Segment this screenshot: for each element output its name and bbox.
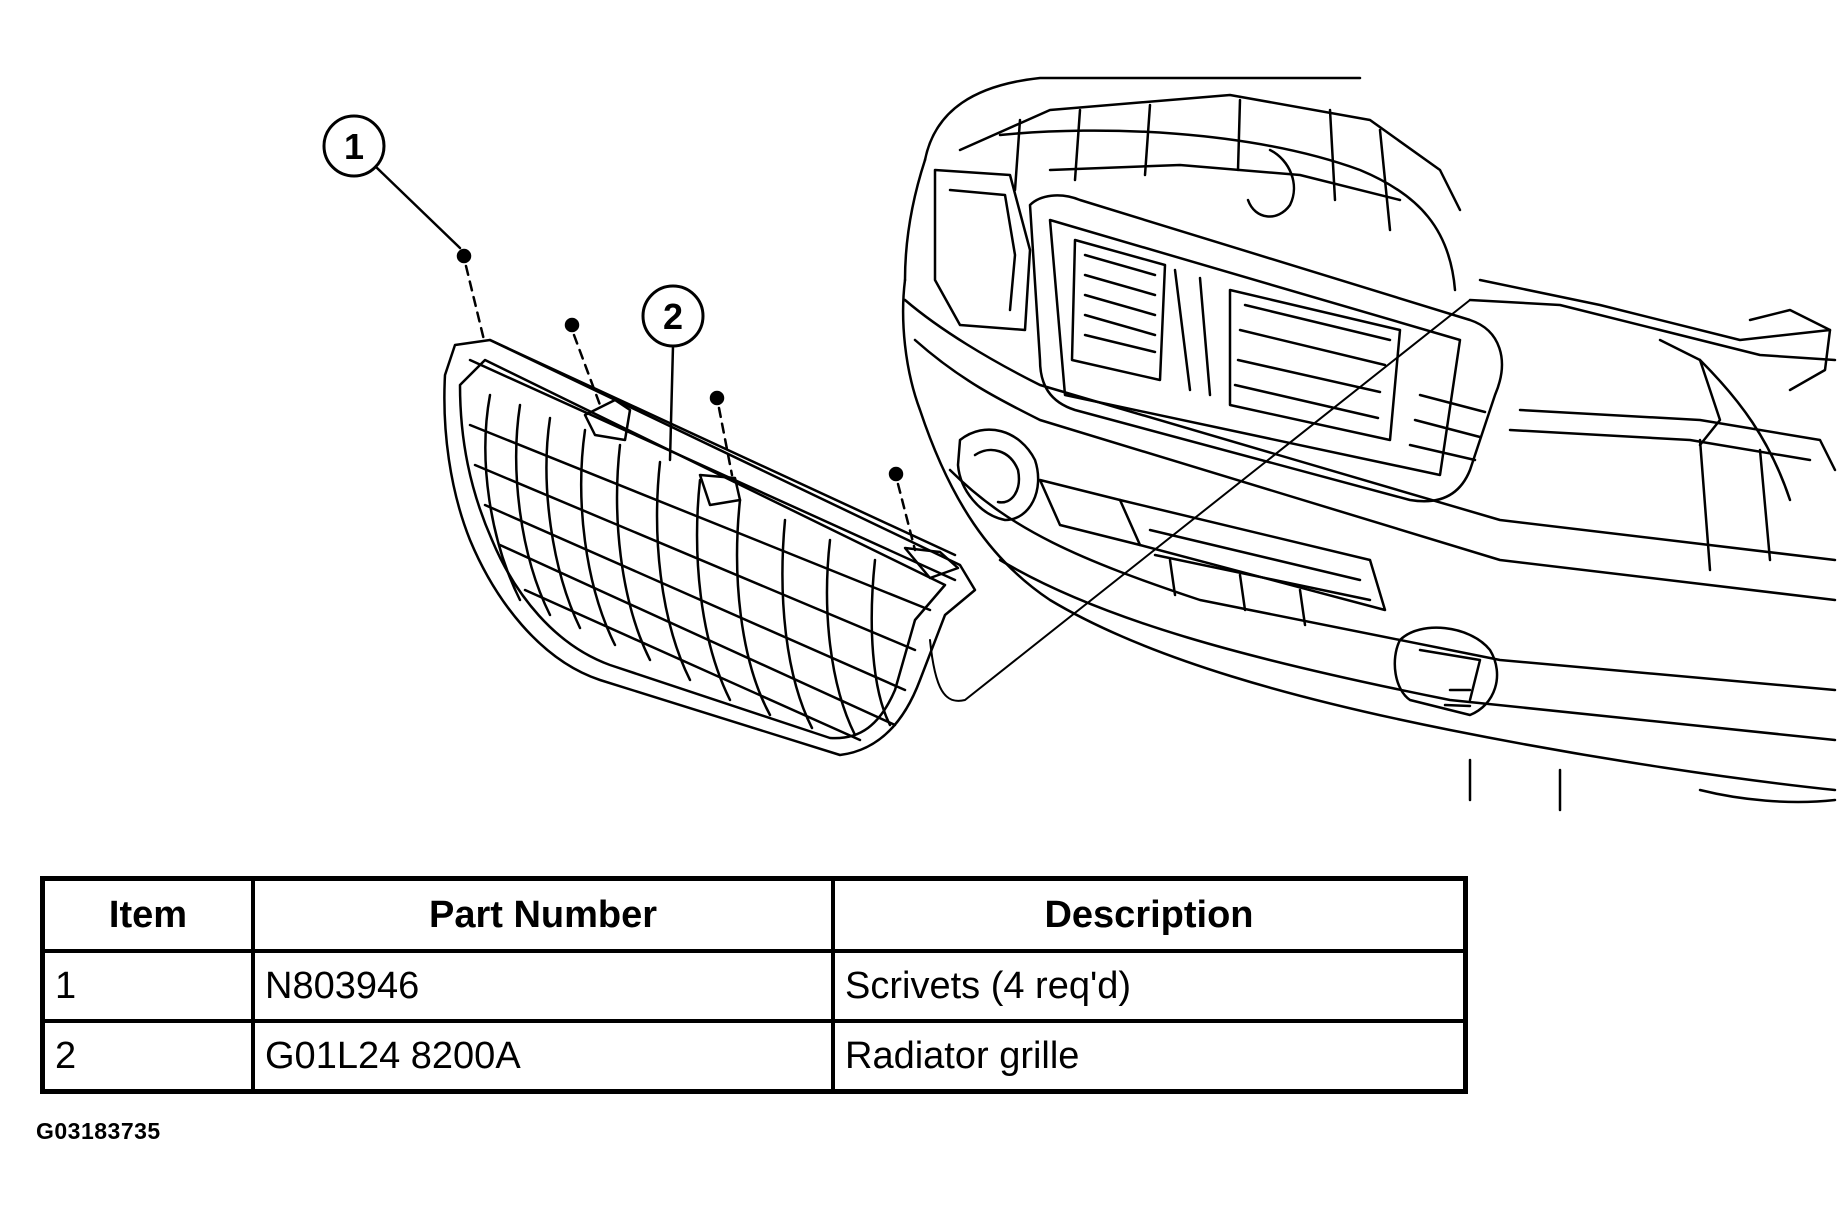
vehicle-front-end: [901, 76, 1837, 812]
table-header-row: Item Part Number Description: [40, 876, 1468, 953]
scrivet-3: [709, 390, 725, 406]
column-header-description: Description: [831, 876, 1468, 953]
figure-id: G03183735: [36, 1118, 161, 1144]
callout-1: 1: [322, 114, 462, 250]
cell-item: 1: [40, 949, 255, 1023]
scrivet-4: [888, 466, 904, 482]
grille-exploded-diagram: 1 2: [322, 76, 1837, 812]
cell-description: Scrivets (4 req'd): [831, 949, 1468, 1023]
table-row: 2 G01L24 8200A Radiator grille: [40, 1019, 1468, 1094]
table-row: 1 N803946 Scrivets (4 req'd): [40, 949, 1468, 1023]
cell-item: 2: [40, 1019, 255, 1094]
installation-guide-line: [929, 299, 1471, 702]
scrivet-2: [564, 317, 580, 333]
scrivets: [456, 248, 917, 552]
scrivet-1: [456, 248, 472, 264]
callout-1-label: 1: [344, 126, 364, 167]
callout-2: 2: [641, 284, 705, 462]
cell-description: Radiator grille: [831, 1019, 1468, 1094]
column-header-item: Item: [40, 876, 255, 953]
cell-part-number: N803946: [251, 949, 835, 1023]
radiator-grille: [443, 338, 977, 757]
callout-2-label: 2: [663, 296, 683, 337]
parts-table: Item Part Number Description 1 N803946 S…: [40, 876, 1468, 1094]
column-header-part-number: Part Number: [251, 876, 835, 953]
cell-part-number: G01L24 8200A: [251, 1019, 835, 1094]
